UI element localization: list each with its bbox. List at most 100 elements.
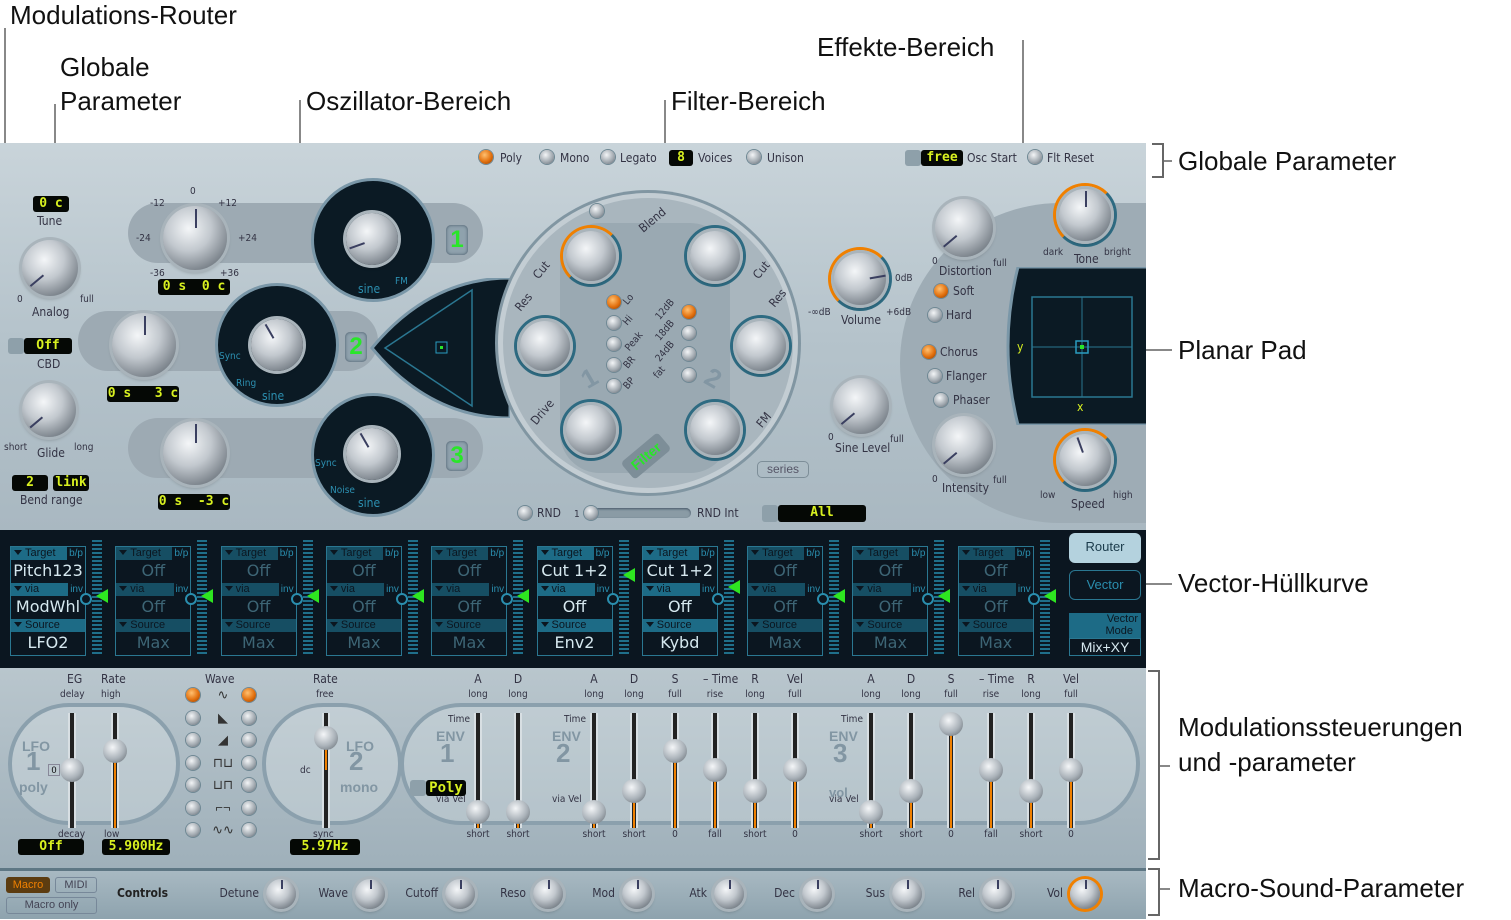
lfo2-wave-radio[interactable]: [242, 800, 256, 815]
slot-bp-toggle[interactable]: b/p: [67, 547, 85, 560]
rnd-int-handle[interactable]: [584, 506, 598, 520]
filter1-mode-hi-radio[interactable]: [607, 316, 621, 330]
rnd-target-display[interactable]: All: [778, 505, 866, 522]
slot-inv-toggle[interactable]: inv: [1015, 583, 1033, 596]
osc1-on-button[interactable]: 1: [446, 225, 468, 255]
legato-radio[interactable]: [601, 150, 615, 164]
macro-vol-knob[interactable]: [1070, 879, 1100, 909]
slider-handle[interactable]: [979, 757, 1003, 782]
macro-button[interactable]: Macro: [6, 877, 50, 893]
lfo1-wave-radio[interactable]: [186, 823, 200, 837]
env2-d-slider[interactable]: [622, 713, 646, 828]
slot-via-value[interactable]: Off: [352, 597, 376, 616]
volume-knob[interactable]: [834, 253, 886, 305]
slot-bp-toggle[interactable]: b/p: [1014, 547, 1033, 560]
sine-level-knob[interactable]: [833, 378, 889, 434]
slot-inv-toggle[interactable]: inv: [68, 583, 85, 596]
dropdown-arrow-icon[interactable]: [224, 622, 233, 631]
slider-handle[interactable]: [1059, 757, 1083, 782]
filter2-slope-24db-radio[interactable]: [682, 347, 696, 361]
dropdown-arrow-icon[interactable]: [14, 586, 22, 595]
lfo2-wave-radio[interactable]: [242, 755, 256, 770]
bend-down-display[interactable]: link: [53, 475, 89, 491]
slider-handle[interactable]: [1019, 778, 1043, 803]
dropdown-arrow-icon[interactable]: [119, 622, 128, 631]
slot-inv-toggle[interactable]: inv: [489, 583, 507, 596]
slot-via-value[interactable]: Off: [878, 597, 903, 616]
dropdown-arrow-icon[interactable]: [961, 586, 970, 595]
slot-source-value[interactable]: Max: [979, 633, 1013, 652]
slot-via-value[interactable]: Off: [246, 597, 271, 616]
dropdown-arrow-icon[interactable]: [435, 622, 444, 631]
slot-source-value[interactable]: Max: [242, 633, 276, 652]
slot-intensity-slider[interactable]: [618, 540, 629, 656]
slider-handle[interactable]: [466, 799, 490, 824]
slot-bp-toggle[interactable]: b/p: [488, 547, 507, 560]
slot-bp-toggle[interactable]: b/p: [804, 547, 823, 560]
slider-handle[interactable]: [506, 799, 530, 824]
slot-target-value[interactable]: Off: [457, 561, 481, 580]
voices-display[interactable]: 8: [669, 150, 693, 166]
lfo1-wave-radio[interactable]: [186, 800, 200, 815]
slot-via-value[interactable]: ModWhl: [15, 597, 81, 616]
lfo2-wave-radio[interactable]: [242, 688, 256, 702]
lfo1-rate-slider[interactable]: [103, 713, 127, 828]
slider-handle[interactable]: [703, 757, 727, 782]
slot-target-value[interactable]: Off: [141, 561, 166, 580]
dropdown-arrow-icon[interactable]: [224, 550, 233, 559]
midi-button[interactable]: MIDI: [55, 877, 97, 893]
soft-radio[interactable]: [934, 284, 948, 298]
slot-target-value[interactable]: Off: [246, 561, 271, 580]
slot-target-value[interactable]: Cut 1+2: [541, 561, 608, 580]
vector-mode-value[interactable]: Mix+XY: [1069, 638, 1141, 656]
macro-detune-knob[interactable]: [266, 879, 296, 909]
dropdown-arrow-icon[interactable]: [645, 550, 654, 559]
slider-handle[interactable]: [663, 738, 687, 763]
slot-source-value[interactable]: LFO2: [27, 633, 69, 652]
planar-pad[interactable]: [998, 267, 1146, 425]
osc-start-display[interactable]: free: [921, 150, 963, 166]
slot-via-value[interactable]: Off: [983, 597, 1008, 616]
osc3-on-button[interactable]: 3: [446, 441, 468, 471]
vector-button[interactable]: Vector: [1069, 570, 1141, 600]
lfo2-wave-radio[interactable]: [242, 710, 256, 725]
slot-bp-toggle[interactable]: b/p: [277, 547, 296, 560]
slot-target-value[interactable]: Pitch123: [13, 561, 83, 580]
slot-via-value[interactable]: Off: [773, 597, 797, 616]
filter1-cutoff-knob[interactable]: [566, 231, 616, 281]
macro-mod-knob[interactable]: [622, 879, 652, 909]
hard-radio[interactable]: [928, 308, 942, 322]
slot-inv-toggle[interactable]: inv: [700, 583, 717, 596]
slider-handle[interactable]: [783, 757, 807, 782]
dropdown-arrow-icon[interactable]: [119, 550, 128, 559]
filter2-slope-12db-radio[interactable]: [682, 305, 696, 319]
slot-source-header[interactable]: Source: [432, 619, 507, 632]
filter2-slope-18db-radio[interactable]: [682, 326, 696, 340]
dropdown-arrow-icon[interactable]: [329, 622, 338, 631]
filter1-resonance-knob[interactable]: [520, 321, 570, 371]
macro-reso-knob[interactable]: [533, 879, 563, 909]
osc1-wave-knob[interactable]: [346, 213, 398, 265]
slot-source-header[interactable]: Source: [748, 619, 823, 632]
env2-s-slider[interactable]: [663, 713, 687, 828]
slot-intensity-slider[interactable]: [723, 540, 734, 656]
macro-only-button[interactable]: Macro only: [6, 897, 97, 914]
triangle-mix-pad[interactable]: [370, 278, 510, 418]
poly-radio[interactable]: [479, 150, 493, 164]
slot-target-value[interactable]: Off: [878, 561, 903, 580]
lfo1-wave-radio[interactable]: [186, 755, 200, 770]
